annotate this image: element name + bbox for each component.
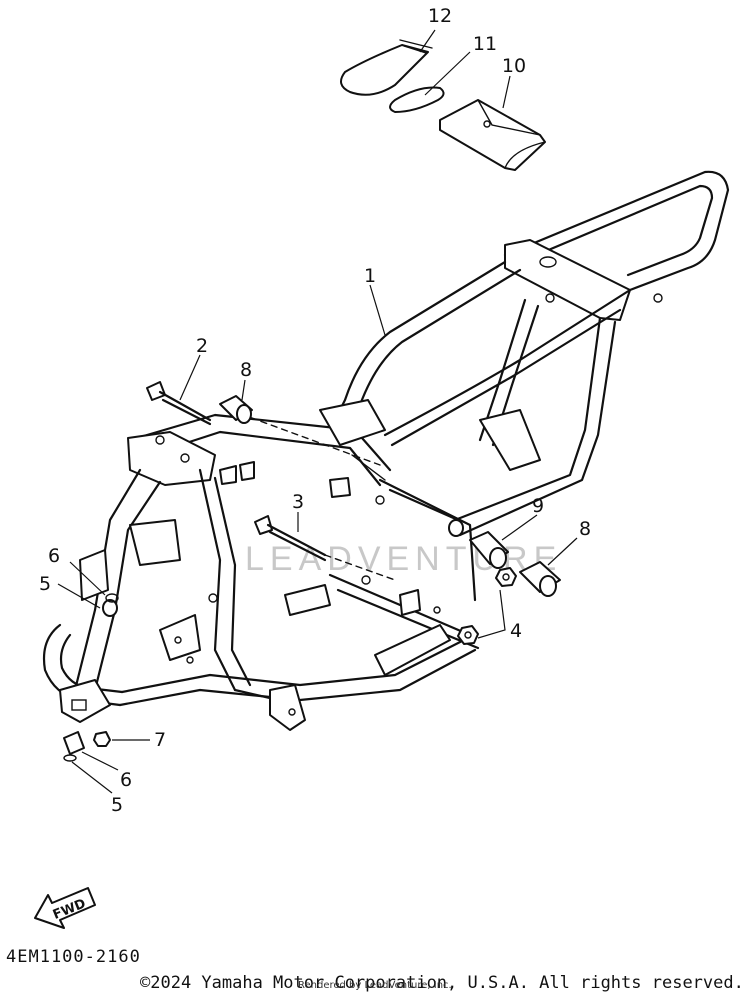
part-10-pouch: [439, 99, 546, 171]
callout-8-lower: 8: [579, 518, 591, 540]
callout-10: 10: [502, 55, 526, 77]
callout-6-upper: 6: [48, 545, 60, 567]
part-3-bolt: [254, 515, 327, 562]
rendered-by-credit: Rendered by LeadVenture, Inc.: [298, 980, 452, 991]
callout-12: 12: [428, 5, 452, 27]
leader-lines: [57, 29, 578, 794]
part-11-pad: [389, 86, 445, 113]
parts-5-6-7-lower: [63, 731, 111, 762]
callout-4: 4: [510, 620, 522, 642]
part-4-nuts: [457, 567, 517, 645]
callout-6-lower: 5: [111, 794, 123, 816]
part-code: 4EM1100-2160: [6, 947, 141, 967]
parts-5-6-upper: [102, 593, 119, 617]
part-2-bolt: [146, 381, 212, 426]
part-9-collar: [448, 519, 509, 569]
part-1-main-frame: [42, 170, 730, 731]
callout-5-lower: 6: [120, 769, 132, 791]
callout-numbers: 12 11 10 1 2 8 3 9 8 6 5 4 7 6 5: [39, 5, 591, 816]
callout-11: 11: [473, 33, 497, 55]
copyright-notice: ©2024 Yamaha Motor Corporation, U.S.A. A…: [140, 973, 744, 993]
callout-3: 3: [292, 491, 304, 513]
callout-2: 2: [196, 335, 208, 357]
part-12-strap: [340, 39, 433, 96]
callout-1: 1: [364, 265, 376, 287]
callout-7: 7: [154, 729, 166, 751]
watermark: LEADVENTURE: [245, 540, 562, 578]
callout-8-upper: 8: [240, 359, 252, 381]
part-8-lower-bushing: [519, 561, 561, 597]
callout-9: 9: [532, 495, 544, 517]
part-8-upper-bushing: [219, 395, 253, 424]
fwd-arrow-icon: FWD: [34, 887, 96, 929]
callout-5-upper: 5: [39, 573, 51, 595]
